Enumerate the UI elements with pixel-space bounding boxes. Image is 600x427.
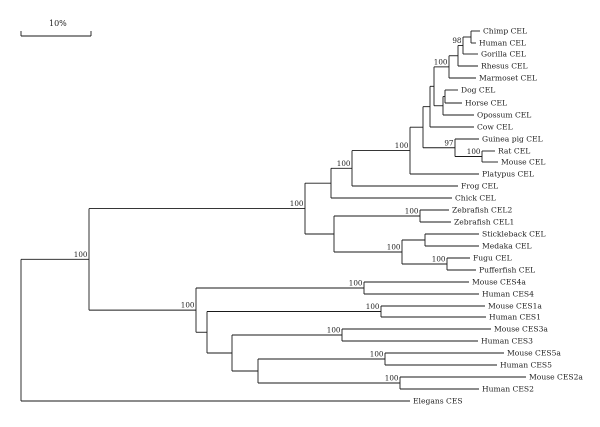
taxon-label: Dog CEL [461,86,495,95]
bootstrap-labels: 98 100 97 100 100 100 100 100 100 100 100 100 100 100… [74,36,481,383]
taxon-label: Pufferfish CEL [479,266,535,275]
taxon-label: Mouse CES2a [529,373,583,382]
taxon-label: Human CES2 [482,385,534,394]
taxon-label: Human CES5 [500,361,552,370]
taxon-label: Human CEL [479,39,526,48]
bootstrap-value: 100 [366,302,380,311]
taxon-labels: Chimp CEL Human CEL Gorilla CEL Rhesus CEL M… [413,27,583,406]
bootstrap-value: 100 [395,141,409,150]
bootstrap-value: 100 [387,243,401,252]
taxon-label: Horse CEL [465,99,507,108]
taxon-label: Human CES4 [482,290,534,299]
taxon-label: Zebrafish CEL1 [454,218,514,227]
taxon-label: Mouse CES4a [472,278,526,287]
taxon-label: Fugu CEL [473,254,512,263]
taxon-label: Chimp CEL [483,27,527,36]
taxon-label: Chick CEL [455,194,496,203]
scale-bar: 10% [20,19,92,37]
taxon-label: Rhesus CEL [481,62,528,71]
bootstrap-value: 100 [327,326,341,335]
bootstrap-value: 100 [432,255,446,264]
bootstrap-value: 100 [434,57,448,66]
taxon-label: Marmoset CEL [479,74,537,83]
scale-bar-label: 10% [49,19,67,28]
taxon-label: Frog CEL [461,182,498,191]
taxon-label: Human CES1 [489,313,541,322]
taxon-label: Zebrafish CEL2 [452,206,512,215]
taxon-label: Gorilla CEL [481,50,526,59]
taxon-label: Cow CEL [477,123,513,132]
taxon-label: Rat CEL [498,147,530,156]
bootstrap-value: 100 [181,301,195,310]
taxon-label: Elegans CES [413,397,463,406]
tree-branches [20,30,526,402]
taxon-label: Guinea pig CEL [482,135,543,144]
bootstrap-value: 100 [349,279,363,288]
taxon-label: Medaka CEL [482,242,532,251]
bootstrap-value: 100 [385,374,399,383]
taxon-label: Stickleback CEL [482,230,546,239]
bootstrap-value: 100 [467,147,481,156]
bootstrap-value: 100 [337,159,351,168]
taxon-label: Mouse CES1a [488,302,542,311]
taxon-label: Mouse CEL [501,158,545,167]
taxon-label: Opossum CEL [477,111,531,120]
taxon-label: Human CES3 [481,337,533,346]
bootstrap-value: 100 [74,250,88,259]
taxon-label: Platypus CEL [482,170,534,179]
bootstrap-value: 100 [405,207,419,216]
bootstrap-value: 100 [370,350,384,359]
bootstrap-value: 98 [452,36,462,45]
bootstrap-value: 100 [290,199,304,208]
taxon-label: Mouse CES5a [507,349,561,358]
taxon-label: Mouse CES3a [494,325,548,334]
bootstrap-value: 97 [444,138,454,147]
